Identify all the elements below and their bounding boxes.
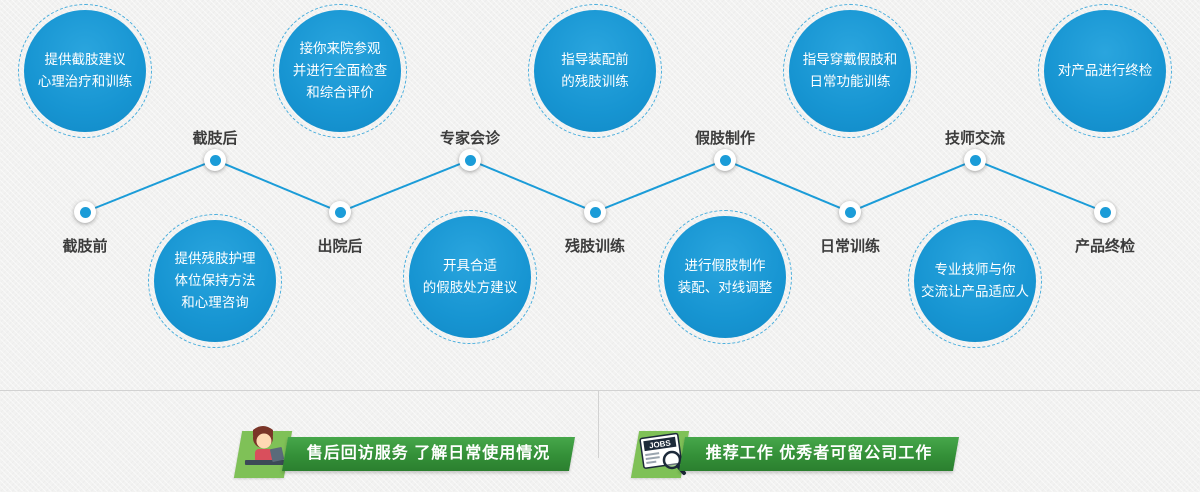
stage-label-jishi-jiaoliu: 技师交流: [944, 130, 1005, 147]
stage-label-canzhi-xunlian: 残肢训练: [564, 238, 625, 255]
node-dot: [719, 154, 731, 166]
bubble-text: 对产品进行终检: [1044, 10, 1166, 132]
jobs-banner: 推荐工作 优秀者可留公司工作: [679, 437, 959, 471]
jobs-icon-text: JOBS: [648, 438, 671, 450]
node-dot: [79, 206, 91, 218]
bubble-stage-6: 进行假肢制作 装配、对线调整: [658, 210, 792, 344]
stage-label-zhuanjia-huizhen: 专家会诊: [439, 130, 500, 147]
timeline-node-6: [714, 149, 736, 171]
node-dot: [209, 154, 221, 166]
timeline-node-7: [839, 201, 861, 223]
timeline-node-1: [74, 201, 96, 223]
stage-label-jiezhi-qian: 截肢前: [62, 238, 108, 255]
node-dot: [334, 206, 346, 218]
jobs-banner-label: 推荐工作 优秀者可留公司工作: [705, 445, 933, 462]
bubble-stage-1: 提供截肢建议 心理治疗和训练: [18, 4, 152, 138]
node-dot: [844, 206, 856, 218]
timeline-node-2: [204, 149, 226, 171]
timeline-node-8: [964, 149, 986, 171]
bubble-text: 提供残肢护理 体位保持方法 和心理咨询: [154, 220, 276, 342]
bubble-stage-3: 接你来院参观 并进行全面检查 和综合评价: [273, 4, 407, 138]
stage-label-jiazhi-zhizuo: 假肢制作: [694, 130, 755, 147]
bubble-stage-8: 专业技师与你 交流让产品适应人: [908, 214, 1042, 348]
timeline-diagram: 提供截肢建议 心理治疗和训练 提供残肢护理 体位保持方法 和心理咨询 接你来院参…: [18, 4, 1172, 348]
bubble-stage-9: 对产品进行终检: [1038, 4, 1172, 138]
bubble-text: 专业技师与你 交流让产品适应人: [914, 220, 1036, 342]
stage-label-chanpin-zhongjian: 产品终检: [1074, 238, 1135, 255]
customer-service-icon: [233, 426, 293, 478]
node-dot: [464, 154, 476, 166]
bubble-text: 指导装配前 的残肢训练: [534, 10, 656, 132]
bubble-text: 提供截肢建议 心理治疗和训练: [24, 10, 146, 132]
bubble-text: 指导穿戴假肢和 日常功能训练: [789, 10, 911, 132]
after-sales-banner-label: 售后回访服务 了解日常使用情况: [306, 445, 551, 462]
stage-label-richang-xunlian: 日常训练: [819, 238, 880, 255]
bubble-stage-2: 提供残肢护理 体位保持方法 和心理咨询: [148, 214, 282, 348]
timeline-node-4: [459, 149, 481, 171]
node-dot: [1099, 206, 1111, 218]
vertical-divider: [598, 390, 599, 458]
bubble-stage-4: 开具合适 的假肢处方建议: [403, 210, 537, 344]
stage-label-jiezhi-hou: 截肢后: [192, 130, 238, 147]
stage-label-chuyuan-hou: 出院后: [317, 238, 363, 255]
node-dot: [969, 154, 981, 166]
bubble-text: 进行假肢制作 装配、对线调整: [664, 216, 786, 338]
horizontal-divider: [0, 390, 1200, 391]
node-dot: [589, 206, 601, 218]
timeline-node-9: [1094, 201, 1116, 223]
bubble-text: 开具合适 的假肢处方建议: [409, 216, 531, 338]
bubble-text: 接你来院参观 并进行全面检查 和综合评价: [279, 10, 401, 132]
bubble-stage-5: 指导装配前 的残肢训练: [528, 4, 662, 138]
bubble-stage-7: 指导穿戴假肢和 日常功能训练: [783, 4, 917, 138]
after-sales-banner: 售后回访服务 了解日常使用情况: [282, 437, 575, 471]
timeline-node-5: [584, 201, 606, 223]
timeline-node-3: [329, 201, 351, 223]
